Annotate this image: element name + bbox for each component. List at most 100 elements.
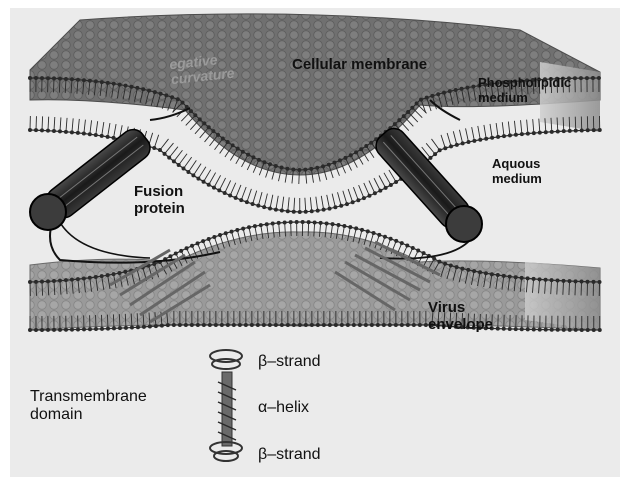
lipid-head	[94, 79, 98, 83]
lipid-head	[550, 130, 554, 134]
phospholipidic-line1: Phospholipidic	[478, 76, 571, 91]
lipid-head	[64, 130, 68, 134]
lipid-head	[207, 237, 211, 241]
lipid-head	[46, 129, 50, 133]
lipid-tail	[90, 120, 92, 134]
fusion-line2: protein	[134, 201, 185, 218]
lipid-head	[198, 117, 202, 121]
lipid-tail	[426, 143, 435, 154]
lipid-tail	[54, 117, 55, 131]
lipid-head	[46, 279, 50, 283]
lipid-head	[265, 222, 269, 226]
lipid-head	[135, 86, 139, 90]
lipid-head	[94, 275, 98, 279]
fusion-line1: Fusion	[134, 184, 185, 201]
lipid-head	[394, 180, 398, 184]
lipid-head	[216, 133, 220, 137]
lipid-head	[303, 168, 307, 172]
lipid-head	[377, 233, 381, 237]
lipid-head	[586, 280, 590, 284]
lipid-head	[257, 158, 261, 162]
lipid-head	[471, 85, 475, 89]
lipid-head	[58, 328, 62, 332]
lipid-head	[185, 246, 189, 250]
lipid-head	[340, 323, 344, 327]
lipid-head	[304, 323, 308, 327]
lipid-head	[247, 225, 251, 229]
lipid-head	[124, 326, 128, 330]
lipid-head	[496, 135, 500, 139]
lipid-tail	[247, 189, 252, 202]
lipid-head	[598, 280, 602, 284]
lipid-head	[310, 323, 314, 327]
lipid-head	[112, 326, 116, 330]
lipid-head	[309, 167, 313, 171]
lipid-head	[418, 323, 422, 327]
lipid-tail	[569, 117, 570, 131]
lipid-head	[100, 274, 104, 278]
lipid-head	[172, 159, 176, 163]
lipid-head	[285, 167, 289, 171]
lipid-head	[315, 166, 319, 170]
lipid-head	[70, 130, 74, 134]
lipid-head	[153, 90, 157, 94]
lipid-head	[362, 196, 366, 200]
lipid-head	[214, 323, 218, 327]
lipid-tail	[253, 191, 257, 204]
lipid-head	[262, 160, 266, 164]
lipid-head	[28, 128, 32, 132]
lipid-head	[277, 221, 281, 225]
lipid-head	[251, 155, 255, 159]
lipid-tail	[478, 126, 480, 140]
lipid-head	[415, 102, 419, 106]
lipid-head	[455, 143, 459, 147]
lipid-head	[438, 148, 442, 152]
lipid-head	[520, 132, 524, 136]
lipid-head	[556, 279, 560, 283]
lipid-head	[207, 125, 211, 129]
lipid-tail	[348, 189, 353, 202]
lipid-head	[251, 202, 255, 206]
lipid-tail	[533, 119, 534, 133]
lipid-head	[52, 76, 56, 80]
lipid-head	[64, 278, 68, 282]
lipid-head	[231, 143, 235, 147]
lipid-head	[544, 130, 548, 134]
lipid-head	[202, 121, 206, 125]
lipid-tail	[308, 222, 309, 236]
lipid-head	[331, 222, 335, 226]
lipid-head	[40, 328, 44, 332]
lipid-head	[419, 98, 423, 102]
lipid-tail	[113, 314, 114, 328]
lipid-tail	[459, 130, 462, 144]
lipid-head	[532, 327, 536, 331]
lipid-head	[367, 194, 371, 198]
lipid-head	[502, 327, 506, 331]
lipid-head	[356, 198, 360, 202]
phospholipidic-line2: medium	[478, 91, 571, 106]
lipid-tail	[514, 121, 515, 135]
lipid-tail	[108, 123, 110, 137]
lipid-head	[416, 249, 420, 253]
lipid-head	[425, 96, 429, 100]
lipid-head	[208, 323, 212, 327]
lipid-head	[112, 272, 116, 276]
lipid-head	[316, 209, 320, 213]
lipid-tail	[359, 185, 364, 198]
beta-strand-bottom-label: β–strand	[258, 446, 321, 464]
lipid-head	[310, 209, 314, 213]
lipid-head	[106, 81, 110, 85]
transmembrane-line1: Transmembrane	[30, 388, 147, 406]
lipid-head	[106, 273, 110, 277]
lipid-head	[405, 244, 409, 248]
lipid-head	[123, 270, 127, 274]
lipid-head	[502, 134, 506, 138]
lipid-head	[152, 146, 156, 150]
lipid-head	[389, 183, 393, 187]
lipid-head	[443, 146, 447, 150]
lipid-head	[508, 327, 512, 331]
lipid-head	[316, 323, 320, 327]
lipid-head	[397, 118, 401, 122]
lipid-head	[591, 76, 595, 80]
lipid-head	[211, 129, 215, 133]
